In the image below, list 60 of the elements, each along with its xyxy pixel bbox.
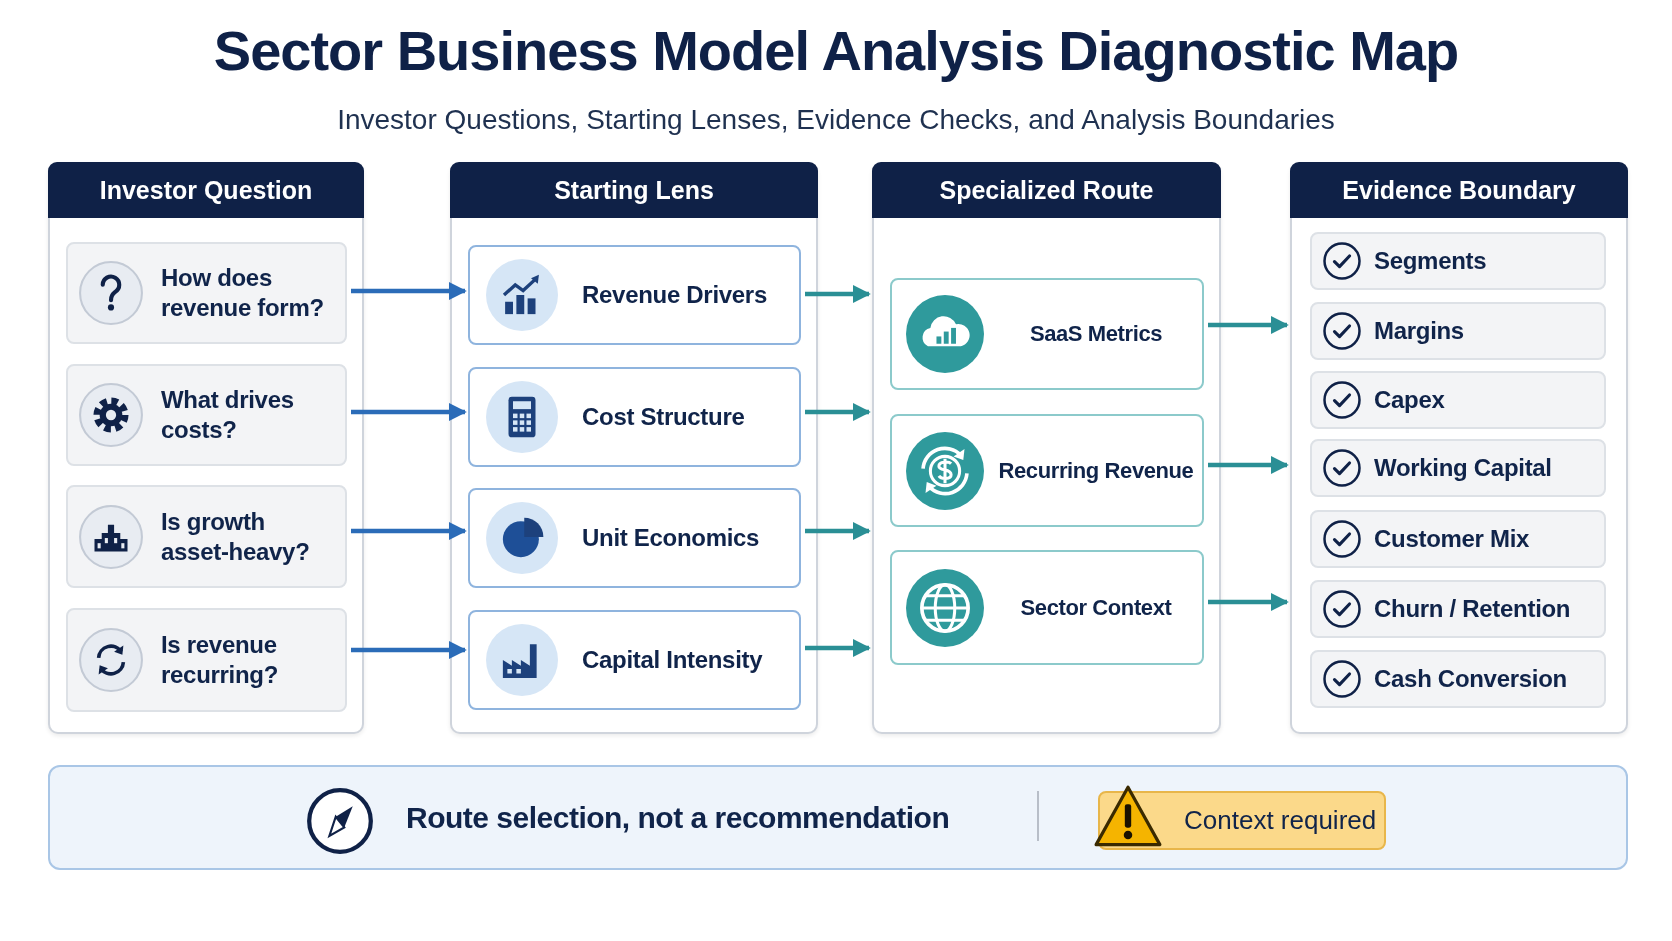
lens-card: [468, 367, 801, 467]
question-card: [66, 242, 347, 344]
evidence-label: Capex: [1374, 385, 1446, 415]
note-banner: [48, 765, 1628, 870]
arrow: [1208, 316, 1289, 334]
column-header: Starting Lens: [450, 162, 818, 218]
evidence-item: [1310, 650, 1606, 708]
diagram-subtitle: Investor Questions, Starting Lenses, Evidence Checks, and Analysis Boundaries: [336, 104, 1336, 136]
lens-card: [468, 245, 801, 345]
lens-card: [468, 610, 801, 710]
evidence-label: Working Capital: [1374, 453, 1553, 483]
evidence-item: [1310, 302, 1606, 360]
question-text: What drives costs?: [161, 385, 295, 445]
arrow: [351, 403, 467, 421]
evidence-label: Margins: [1374, 316, 1465, 346]
route-card: [890, 550, 1204, 665]
arrow: [351, 522, 467, 540]
lens-label: Capital Intensity: [582, 645, 764, 675]
route-card: [890, 278, 1204, 390]
column-header: Evidence Boundary: [1290, 162, 1628, 218]
column-panel: [450, 162, 818, 734]
arrow: [805, 522, 871, 540]
lens-label: Cost Structure: [582, 402, 746, 432]
column-panel: [48, 162, 364, 734]
question-text: Is revenue recurring?: [161, 630, 280, 690]
evidence-item: [1310, 580, 1606, 638]
question-card: [66, 364, 347, 466]
arrow: [351, 282, 467, 300]
evidence-item: [1310, 439, 1606, 497]
question-text: How does revenue form?: [161, 263, 325, 323]
arrow: [1208, 456, 1289, 474]
evidence-label: Segments: [1374, 246, 1488, 276]
arrow: [805, 639, 871, 657]
route-label: Sector Context: [1019, 593, 1173, 622]
badge-text: Context required: [1184, 804, 1378, 837]
question-card: [66, 485, 347, 588]
note-text: Route selection, not a recommendation: [406, 799, 951, 836]
arrow: [805, 403, 871, 421]
evidence-item: [1310, 371, 1606, 429]
lens-card: [468, 488, 801, 588]
lens-label: Unit Economics: [582, 523, 761, 553]
evidence-label: Customer Mix: [1374, 524, 1531, 554]
column-panel: [872, 162, 1221, 734]
route-label: SaaS Metrics: [1028, 320, 1164, 348]
route-card: [890, 414, 1204, 527]
question-text: Is growth asset-heavy?: [161, 506, 311, 567]
arrow: [1208, 593, 1289, 611]
evidence-item: [1310, 510, 1606, 568]
column-header: Specialized Route: [872, 162, 1221, 218]
question-card: [66, 608, 347, 712]
route-label: Recurring Revenue: [997, 456, 1195, 485]
column-header: Investor Question: [48, 162, 364, 218]
column-panel: [1290, 162, 1628, 734]
arrow: [805, 285, 871, 303]
evidence-label: Churn / Retention: [1374, 594, 1572, 624]
lens-label: Revenue Drivers: [582, 280, 768, 310]
evidence-label: Cash Conversion: [1374, 664, 1568, 694]
evidence-item: [1310, 232, 1606, 290]
diagram-title: Sector Business Model Analysis Diagnostic Map: [212, 18, 1460, 83]
arrow: [351, 641, 467, 659]
